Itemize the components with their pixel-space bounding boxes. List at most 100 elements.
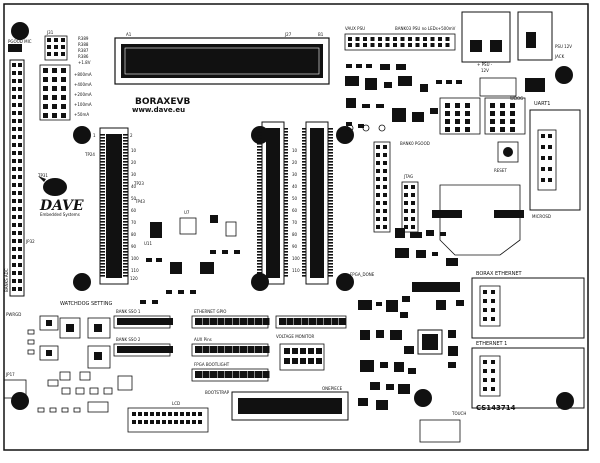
- smd-component: [222, 250, 228, 254]
- header-pin: [301, 318, 309, 325]
- connector-pin: [284, 212, 288, 214]
- smd-component: [87, 401, 109, 413]
- pgood-led: [8, 44, 22, 52]
- via: [378, 124, 386, 132]
- watchdog-setting-label: WATCHDOG SETTING: [60, 301, 113, 307]
- header-pin: [376, 209, 380, 213]
- header-pin: [383, 153, 387, 157]
- header-pin: [383, 225, 387, 229]
- pin-label: 1: [93, 133, 96, 138]
- header-pin: [52, 68, 57, 73]
- jumper-pin: [490, 103, 495, 108]
- header-pin: [393, 43, 397, 47]
- connector-pin: [328, 269, 333, 271]
- header-pin: [131, 318, 138, 325]
- connector-pin: [302, 173, 306, 175]
- logo-subtext: Embedded Systems: [40, 212, 80, 217]
- connector-pin: [328, 254, 333, 256]
- ic-u7: [179, 217, 197, 235]
- header-pin: [411, 185, 415, 189]
- uart1-connector: [529, 109, 581, 211]
- header-pin: [232, 346, 240, 353]
- smd-component: [456, 300, 464, 306]
- smd-component: [398, 76, 412, 86]
- smd-component: [89, 387, 99, 395]
- header-pin: [12, 175, 16, 179]
- jumper-pin: [445, 127, 450, 132]
- connector-pin: [328, 152, 333, 154]
- header-pin: [308, 358, 314, 364]
- ic-bga-phy: [417, 329, 443, 355]
- smd-component: [190, 290, 196, 294]
- header-pin: [12, 191, 16, 195]
- ic-u11: [150, 222, 162, 238]
- connector-pin: [328, 266, 333, 268]
- jumper-pin: [510, 103, 515, 108]
- connector-pin: [328, 173, 333, 175]
- connector-pin: [284, 224, 288, 226]
- header-pin: [445, 37, 450, 41]
- connector-pin: [284, 209, 288, 211]
- connector-pin: [100, 221, 105, 223]
- smd-component: [79, 371, 91, 381]
- ic-label: U11: [144, 241, 152, 246]
- smd-component: [376, 104, 384, 108]
- header-pin: [52, 104, 57, 109]
- mounting-hole-inner-right-bottom: [336, 273, 354, 291]
- connector-pin: [123, 188, 128, 190]
- connector-pin: [302, 191, 306, 193]
- pin-number: 10: [131, 148, 137, 153]
- connector-pin: [284, 248, 288, 250]
- smd-component: [436, 300, 446, 310]
- connector-pin: [132, 412, 136, 416]
- connector-pin: [328, 242, 333, 244]
- header-pin: [309, 318, 316, 325]
- connector-pin: [302, 233, 306, 235]
- bootstrap-label: BOOTSTRAP: [205, 390, 230, 395]
- header-pin: [12, 255, 16, 259]
- regulator-u2: [525, 78, 545, 92]
- connector-pin: [302, 149, 306, 151]
- smd-component: [346, 122, 352, 126]
- connector-pin: [257, 158, 262, 160]
- smd-component: [358, 124, 364, 128]
- pin-number: 110: [292, 268, 300, 273]
- header-pins: [12, 63, 22, 291]
- connector-pin: [284, 143, 288, 145]
- header-pin: [383, 169, 387, 173]
- connector-pin: [284, 176, 288, 178]
- connector-pin: [150, 412, 154, 416]
- connector-pin: [123, 266, 128, 268]
- header-pin: [159, 318, 166, 325]
- header-pin: [12, 231, 16, 235]
- connector-pin: [257, 227, 262, 229]
- smd-component: [234, 250, 240, 254]
- connector-pin: [100, 146, 105, 148]
- connector-pin: [257, 257, 262, 259]
- connector-pin: [284, 158, 288, 160]
- connector-pin: [257, 266, 262, 268]
- header-pin: [18, 119, 22, 123]
- psu-label: PSU 12V: [555, 44, 572, 49]
- header-pin: [18, 215, 22, 219]
- connector-pin: [491, 360, 495, 364]
- reset-button[interactable]: [497, 141, 519, 163]
- connector-pin: [257, 176, 262, 178]
- connector-pin: [328, 170, 333, 172]
- header-pin: [217, 371, 225, 378]
- psu-label: + PSU -: [477, 62, 493, 67]
- header-pin: [18, 183, 22, 187]
- header-pin: [61, 52, 65, 56]
- header-label: JP17: [5, 372, 15, 377]
- connector-pin: [100, 254, 105, 256]
- psu-jack-label: JACK: [554, 54, 565, 59]
- connector-pin: [100, 152, 105, 154]
- pin-number: 60: [292, 208, 298, 213]
- ethernet-gpio-label: ETHERNET GPIO: [194, 309, 226, 314]
- connector-pin: [328, 176, 333, 178]
- connector-pin: [156, 420, 160, 424]
- header-pin: [408, 43, 412, 47]
- header-pin: [47, 52, 51, 56]
- header-pin: [232, 371, 240, 378]
